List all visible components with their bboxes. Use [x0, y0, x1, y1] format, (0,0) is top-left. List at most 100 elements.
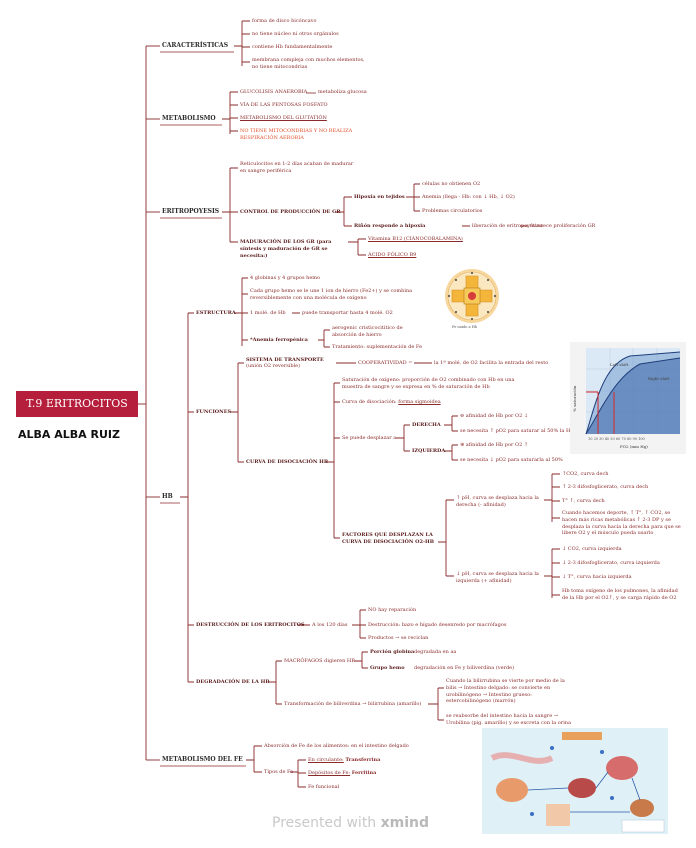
topic-fd-4[interactable]: Cuando hacemos deporte, ↑ T°, ↑ CO2, se … — [562, 510, 681, 537]
topic-porcion-globina[interactable]: Porción globina — [370, 649, 415, 655]
topic-anemia[interactable]: Anemia (llega - Hb: con ↓ Hb, ↓ O2) — [422, 194, 515, 200]
curva-dis-label: Curva de disociación: — [342, 399, 397, 405]
topic-glucolisis[interactable]: GLUCOLISIS ANAEROBIA — [240, 89, 308, 95]
fe-depositos-label: Depósitos de Fe: — [308, 770, 351, 776]
topic-cooperatividad-desc[interactable]: la 1ª molé. de O2 facilita la entrada de… — [434, 360, 549, 366]
topic-car-4[interactable]: membrana compleja con muchos elementos, … — [252, 57, 365, 70]
connector — [306, 92, 316, 94]
topic-fd-2[interactable]: ↑ 2-3 difosfoglicerato, curva dech — [562, 484, 649, 490]
branch-caracteristicas[interactable]: CARACTERÍSTICAS — [162, 42, 229, 49]
topic-macrofagos[interactable]: MACRÓFAGOS digieren HB — [284, 658, 355, 664]
svg-text:Right shift: Right shift — [648, 376, 670, 381]
author-name: ALBA ALBA RUIZ — [18, 428, 120, 441]
topic-factores[interactable]: FACTORES QUE DESPLAZAN LA CURVA DE DISOC… — [342, 532, 434, 545]
topic-celulas[interactable]: células no obtienen O2 — [422, 181, 481, 187]
topic-120-dias[interactable]: A los 120 días — [312, 622, 348, 628]
topic-saturacion[interactable]: Saturación de oxígeno: proporción de O2 … — [342, 377, 515, 390]
topic-problemas[interactable]: Problemas circulatorios — [422, 208, 483, 214]
topic-car-1[interactable]: forma de disco bicóncavo — [252, 18, 317, 24]
topic-mole-hb[interactable]: 1 molé. de Hb — [250, 310, 286, 316]
topic-anemia-ferro[interactable]: *Anemia ferropénica — [250, 337, 308, 343]
topic-degradacion[interactable]: DEGRADACIÓN DE LA HB — [196, 679, 270, 685]
branch-hb[interactable]: HB — [162, 493, 173, 500]
topic-bilirrubina-2[interactable]: se reabsorbe del intestino hacia la sang… — [446, 713, 571, 726]
topic-maduracion[interactable]: MADURACIÓN DE LOS GR (para síntesis y ma… — [240, 239, 332, 259]
topic-destruccion-bazo[interactable]: Destrucción: bazo e hígado desenredo por… — [368, 622, 507, 628]
topic-derecha[interactable]: DERECHA — [412, 422, 441, 428]
fe-circulante-label: En circulante: — [308, 757, 344, 763]
topic-car-3[interactable]: contiene Hb fundamentalmente — [252, 44, 333, 50]
topic-der-2[interactable]: se necesita ↑ pO2 para saturar al 50% la… — [460, 428, 574, 434]
topic-estructura[interactable]: ESTRUCTURA — [196, 310, 236, 316]
svg-text:10 20 30 40 50 60 70 80 90 100: 10 20 30 40 50 60 70 80 90 100 — [588, 437, 645, 441]
topic-absorcion-fe[interactable]: Absorción de Fe de los alimentos: en el … — [264, 743, 409, 749]
topic-productos[interactable]: Productos → se reciclan — [368, 635, 429, 641]
topic-reparacion[interactable]: NO hay reparación — [368, 607, 417, 613]
topic-funciones[interactable]: FUNCIONES — [196, 409, 232, 415]
topic-rinon[interactable]: Riñón responde a hipoxia — [354, 223, 426, 229]
iron-metabolism-figure — [482, 728, 668, 834]
topic-glucosa[interactable]: metaboliza glucosa — [318, 89, 367, 95]
branch-metabolismo[interactable]: METABOLISMO — [162, 115, 216, 122]
topic-destruccion[interactable]: DESTRUCCIÓN DE LOS ERITROCITOS — [196, 622, 305, 628]
topic-curva-dis[interactable]: Curva de disociación: forma sigmoidea — [342, 399, 441, 406]
topic-bilirrubina-1[interactable]: Cuando la bilirrubina se vierte por medi… — [446, 678, 565, 705]
topic-transportar[interactable]: puede transportar hasta 4 molé. O2 — [302, 310, 393, 316]
fe-ferritina: Ferritina — [351, 770, 377, 776]
topic-fd-3[interactable]: T° ↑, curva dech — [562, 498, 605, 504]
topic-tratamiento[interactable]: Tratamiento: suplementación de Fe — [332, 344, 423, 350]
topic-car-2[interactable]: no tiene núcleo ni otros orgánulos — [252, 31, 339, 37]
topic-desplazar[interactable]: Se puede desplazar a — [342, 435, 397, 441]
topic-liberacion[interactable]: liberación de eritropoyetina — [472, 223, 543, 229]
topic-hipoxia[interactable]: Hipoxia en tejidos — [354, 194, 405, 200]
topic-izq-2[interactable]: se necesita ↓ pO2 para saturarla al 50% — [460, 457, 563, 463]
topic-fi-1[interactable]: ↓ CO2, curva izquierda — [562, 546, 622, 552]
topic-cooperatividad[interactable]: COOPERATIVIDAD = — [358, 360, 413, 366]
topic-izquierda[interactable]: IZQUIERDA — [412, 448, 446, 454]
branch-metabolismo-fe[interactable]: METABOLISMO DEL FE — [162, 756, 243, 763]
topic-sistema-transporte-2[interactable]: (unión O2 reversible) — [246, 363, 301, 369]
footer-brand: xmind — [380, 815, 430, 831]
topic-mitocondrias[interactable]: NO TIENE MITOCONDRIAS Y NO REALIZA RESPI… — [240, 128, 353, 141]
curva-dis-forma: forma sigmoidea — [398, 399, 441, 405]
topic-fe-biliverdina[interactable]: degradación en Fe y biliverdina (verde) — [414, 665, 515, 671]
topic-fi-4[interactable]: Hb toma oxígeno de los pulmones, la afin… — [562, 588, 678, 601]
graph-y-label: % saturación — [572, 385, 577, 412]
topic-tipos-fe[interactable]: Tipos de Fe — [264, 769, 294, 775]
topic-factor-izquierda[interactable]: ↓ pH, curva se desplaza hacia la izquier… — [456, 571, 539, 584]
topic-fe-funcional[interactable]: Fe funcional — [308, 784, 340, 790]
svg-text:Left shift: Left shift — [610, 362, 629, 367]
footer-presented-with: Presented with xmind — [272, 815, 429, 831]
topic-folico[interactable]: ÁCIDO FÓLICO B9 — [368, 252, 417, 258]
branch-eritropoyesis[interactable]: ERITROPOYESIS — [162, 208, 220, 215]
topic-b12[interactable]: Vitamina B12 (CIANOCOBALAMINA) — [368, 236, 463, 242]
central-topic[interactable]: T.9 ERITROCITOS — [16, 391, 138, 417]
topic-reticulocitos[interactable]: Reticulocitos en 1-2 días acaban de madu… — [240, 161, 354, 174]
topic-fd-1[interactable]: ↑CO2, curva dech — [562, 471, 609, 477]
topic-grupo-hemo-deg[interactable]: Grupo hemo — [370, 665, 405, 671]
topic-transformacion[interactable]: Transformación de biliverdina → bilirrub… — [284, 701, 422, 707]
topic-fe-circulante[interactable]: En circulante: Transferrina — [308, 757, 380, 764]
topic-globinas[interactable]: 4 globinas y 4 grupos hemo — [250, 275, 321, 281]
topic-glutation[interactable]: METABOLISMO DEL GLUTATIÓN — [240, 115, 327, 121]
topic-izq-1[interactable]: ⊕ afinidad de Hb por O2 ↑ — [460, 442, 529, 448]
topic-fe-depositos[interactable]: Depósitos de Fe: Ferritina — [308, 770, 376, 777]
topic-fi-2[interactable]: ↓ 2-3 difosfoglicerato, curva izquierda — [562, 560, 660, 566]
topic-fi-3[interactable]: ↓ T°, curva hacia izquierda — [562, 574, 632, 580]
heme-group-figure — [445, 269, 499, 323]
topic-pentosas[interactable]: VÍA DE LAS PENTOSAS FOSFATO — [240, 102, 328, 108]
topic-absorcion-hierro[interactable]: aerogenic cristicocititico de absorción … — [332, 325, 403, 338]
topic-aminoacidos[interactable]: degradada en aa — [414, 649, 457, 655]
topic-proliferacion[interactable]: favorece proliferación GR — [530, 223, 596, 229]
topic-factor-derecha[interactable]: ↑ pH, curva se desplaza hacia la derecha… — [456, 495, 539, 508]
topic-sistema-transporte[interactable]: SISTEMA DE TRANSPORTE — [246, 357, 324, 363]
topic-grupo-hemo[interactable]: Cada grupo hemo se le une 1 ion de hierr… — [250, 288, 413, 301]
footer-presented: Presented with — [272, 815, 377, 831]
graph-x-label: PO2 (mm Hg) — [620, 444, 648, 449]
heme-figure-caption: Fe unido a Hb — [452, 325, 478, 329]
topic-der-1[interactable]: ⊖ afinidad de Hb por O2 ↓ — [460, 413, 529, 419]
topic-curva-disociacion[interactable]: CURVA DE DISOCIACIÓN HB — [246, 459, 329, 465]
topic-control[interactable]: CONTROL DE PRODUCCIÓN DE GR — [240, 209, 341, 215]
